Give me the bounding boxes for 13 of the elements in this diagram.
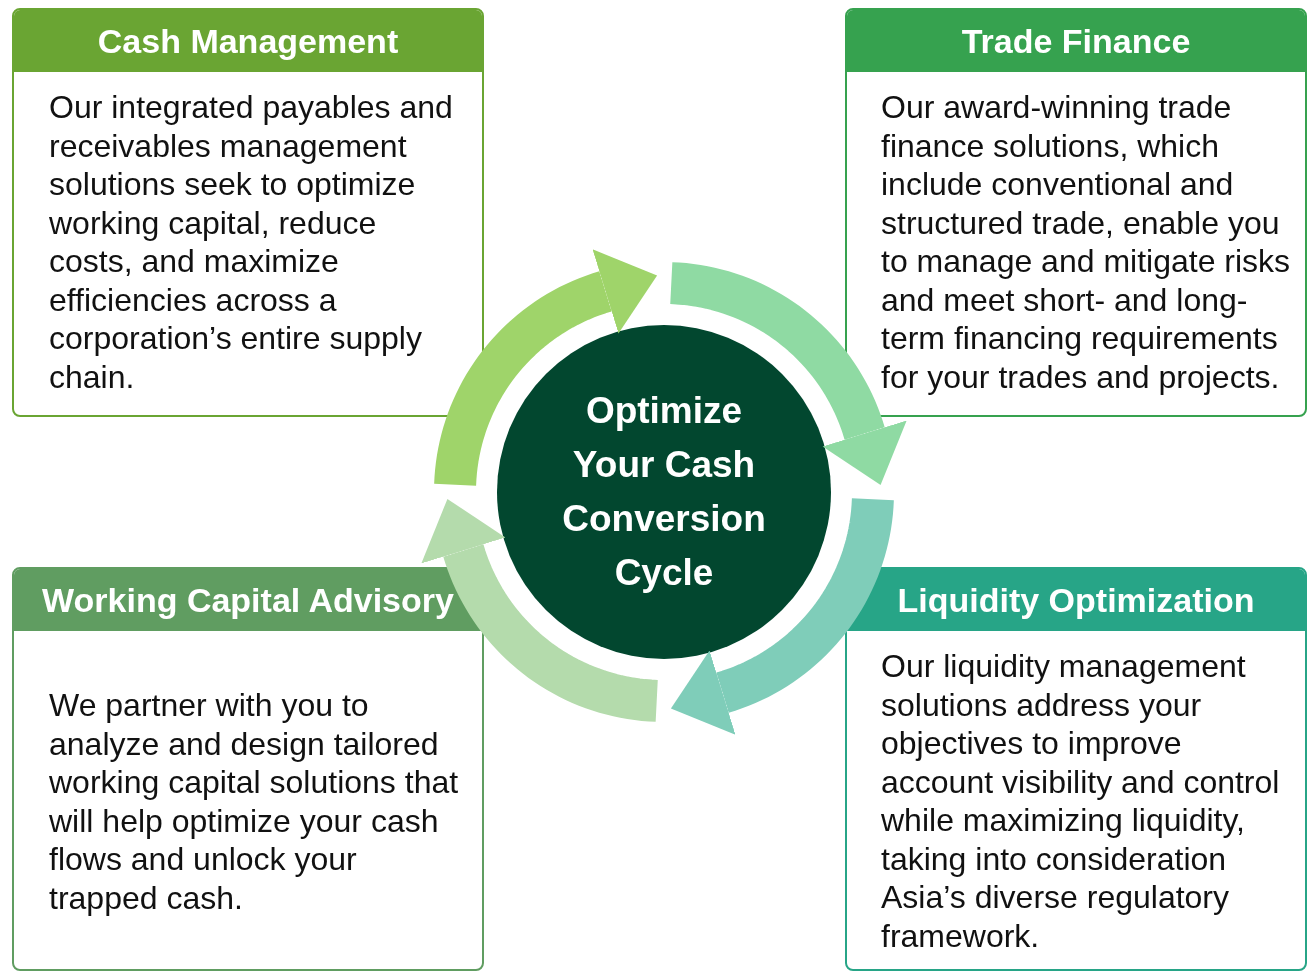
card-description: We partner with you to analyze and design tailored working capital solutions that will help optimize your cash flows and unlock your trapped cash. xyxy=(49,686,459,917)
card-header: Working Capital Advisory xyxy=(14,569,482,631)
card-description: Our award-winning trade finance solutions, which include conventional and structured trade, enable you to manage and mitigate risks and meet short- and long-term financing requirements for your trades and projects. xyxy=(881,88,1292,396)
service-card xyxy=(845,8,1307,417)
circle-label: Optimize Your Cash Conversion Cycle xyxy=(561,389,767,595)
service-card xyxy=(845,567,1307,971)
service-card xyxy=(12,567,484,971)
card-header: Liquidity Optimization xyxy=(847,569,1305,631)
card-description: Our integrated payables and receivables management solutions seek to optimize working capital, reduce costs, and maximize efficiencies across a corporation’s entire supply chain. xyxy=(49,88,454,396)
card-header: Trade Finance xyxy=(847,10,1305,72)
card-description: Our liquidity management solutions address your objectives to improve account visibility and control while maximizing liquidity, taking into consideration Asia’s diverse regulatory framework. xyxy=(881,647,1281,955)
card-header: Cash Management xyxy=(14,10,482,72)
service-card xyxy=(12,8,484,417)
